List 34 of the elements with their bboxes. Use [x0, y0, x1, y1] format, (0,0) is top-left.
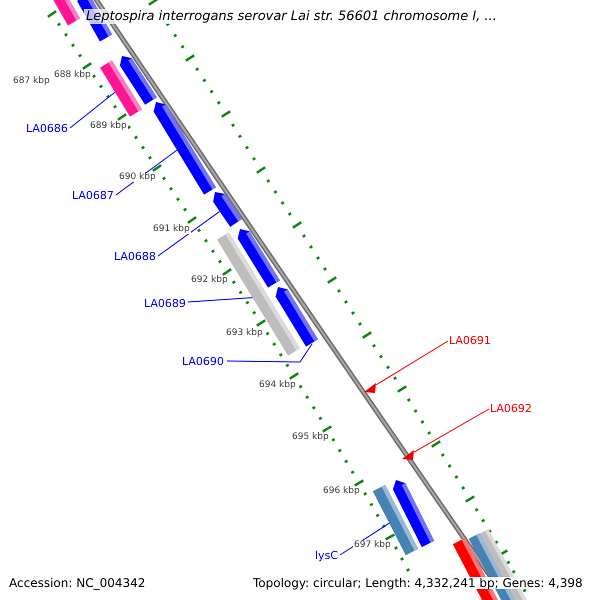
scale-label: 689 kbp [89, 122, 128, 131]
leader-line [414, 408, 490, 452]
gene-label: LA0690 [182, 356, 224, 367]
gene-label: LA0692 [490, 403, 532, 414]
scale-label: 690 kbp [118, 173, 157, 182]
gene-label: LA0687 [72, 190, 114, 201]
scale-label: 695 kbp [291, 433, 330, 442]
scale-label: 688 kbp [53, 71, 92, 80]
gene-block [213, 192, 242, 227]
gene-bar [100, 60, 142, 117]
leader-line [158, 210, 220, 256]
info-text: Accession: NC_004342 [8, 577, 146, 589]
feature-triangle [364, 383, 376, 393]
scale-label: 697 kbp [353, 541, 392, 550]
scale-label: 696 kbp [322, 487, 361, 496]
info-text: Topology: circular; Length: 4,332,241 bp; Genes: 4,398 [252, 577, 584, 589]
leader-line [70, 92, 116, 128]
feature-triangle [402, 450, 414, 460]
gene-label: LA0686 [26, 123, 68, 134]
scale-label: 693 kbp [225, 329, 264, 338]
gene-label: LA0688 [114, 251, 156, 262]
gene-block [154, 102, 216, 195]
gene-label: LA0691 [449, 335, 491, 346]
leader-line [376, 340, 448, 386]
scale-label: 694 kbp [258, 381, 297, 390]
gene-label: LA0689 [144, 298, 186, 309]
gene-bar [52, 0, 80, 26]
gene-label: lysC [315, 550, 338, 561]
scale-label: 687 kbp [12, 77, 51, 86]
scale-label: 692 kbp [190, 276, 229, 285]
gene-block [276, 287, 318, 347]
leader-line [226, 344, 312, 362]
gene-bar [372, 484, 418, 556]
scale-label: 691 kbp [152, 225, 191, 234]
